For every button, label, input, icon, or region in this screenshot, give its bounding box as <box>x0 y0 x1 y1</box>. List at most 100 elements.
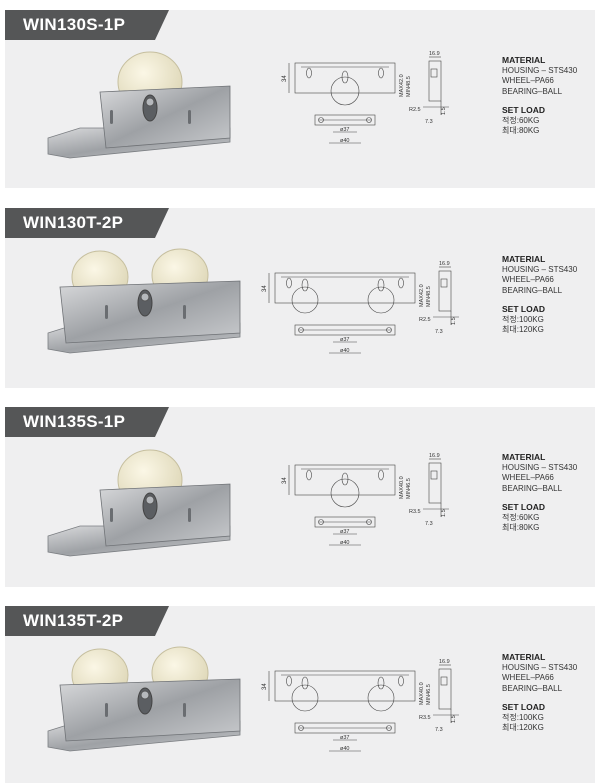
dim-outer: ø40 <box>340 746 349 752</box>
dim-side2: 1.5 <box>441 509 447 517</box>
mount-slot <box>105 703 108 717</box>
mount-slot <box>183 305 186 319</box>
model-label: WIN130S-1P <box>5 10 169 40</box>
dim-top: 16.9 <box>429 51 440 57</box>
roller-photo <box>40 50 255 170</box>
dim-side: 7.3 <box>435 727 443 733</box>
load-line: 적정:60KG <box>502 115 540 125</box>
material-line: WHEEL–PA66 <box>502 76 554 85</box>
side-view: 16.9R3.57.31.5 <box>409 453 449 527</box>
side-view: 16.9R2.57.31.5 <box>409 51 449 125</box>
load-title: SET LOAD <box>502 702 545 712</box>
bottom-view: ø37 ø40 <box>294 722 396 752</box>
adjust-screw <box>145 97 155 107</box>
material-line: BEARING–BALL <box>502 86 563 96</box>
dim-side2: 1.5 <box>441 107 447 115</box>
material-line: BEARING–BALL <box>502 483 563 493</box>
dim-top: 16.9 <box>439 659 450 665</box>
load-line: 최대:80KG <box>502 523 540 532</box>
material-line: HOUSING – STS430 <box>502 65 578 75</box>
dim-radius: R2.5 <box>409 107 421 113</box>
dim-height: 34 <box>262 285 268 292</box>
material-title: MATERIAL <box>502 652 546 662</box>
dim-outer: ø40 <box>340 540 349 546</box>
dim-radius: R2.5 <box>419 317 431 323</box>
mount-slot <box>105 305 108 319</box>
mount-slot <box>188 110 191 124</box>
material-title: MATERIAL <box>502 452 546 462</box>
material-line: WHEEL–PA66 <box>502 275 554 284</box>
dim-min: MIN46.5 <box>406 478 412 499</box>
spacer <box>502 694 594 702</box>
material-line: HOUSING – STS430 <box>502 462 578 472</box>
dim-inner: ø37 <box>340 735 349 741</box>
material-line: HOUSING – STS430 <box>502 662 578 672</box>
dim-radius: R3.5 <box>419 715 431 721</box>
dim-inner: ø37 <box>340 127 349 133</box>
adjust-screw <box>145 495 155 505</box>
material-line: WHEEL–PA66 <box>502 473 554 482</box>
spacer <box>502 494 594 502</box>
dim-max: MAX42.0 <box>399 74 405 97</box>
housing <box>99 483 231 547</box>
mount-slot <box>183 703 186 717</box>
load-line: 최대:120KG <box>502 723 544 732</box>
load-line: 적정:100KG <box>502 314 544 324</box>
mount-slot <box>110 508 113 522</box>
material-line: BEARING–BALL <box>502 683 563 693</box>
material-title: MATERIAL <box>502 55 546 65</box>
roller-photo <box>40 245 255 365</box>
dim-side2: 1.5 <box>451 317 457 325</box>
load-line: 적정:100KG <box>502 712 544 722</box>
model-label: WIN135S-1P <box>5 407 169 437</box>
housing <box>99 85 231 149</box>
load-line: 최대:120KG <box>502 325 544 334</box>
roller-photo <box>40 448 255 568</box>
material-line: BEARING–BALL <box>502 285 563 295</box>
load-line: 최대:80KG <box>502 126 540 135</box>
material-line: HOUSING – STS430 <box>502 264 578 274</box>
dim-outer: ø40 <box>340 138 349 144</box>
dim-height: 34 <box>282 477 288 484</box>
dim-min: MIN46.5 <box>426 684 432 705</box>
roller-assembly <box>47 449 231 557</box>
dim-radius: R3.5 <box>409 509 421 515</box>
roller-assembly <box>47 51 231 159</box>
side-view: 16.9R2.57.31.5 <box>419 261 459 335</box>
material-title: MATERIAL <box>502 254 546 264</box>
dim-min: MIN48.5 <box>426 286 432 307</box>
roller-assembly <box>47 248 241 354</box>
dim-outer: ø40 <box>340 348 349 354</box>
dim-top: 16.9 <box>439 261 450 267</box>
dim-min: MIN48.5 <box>406 76 412 97</box>
dim-side2: 1.5 <box>451 715 457 723</box>
dim-height: 34 <box>262 683 268 690</box>
dim-max: MAX40.0 <box>399 476 405 499</box>
adjust-screw <box>140 690 150 700</box>
load-title: SET LOAD <box>502 502 545 512</box>
dim-top: 16.9 <box>429 453 440 459</box>
dim-max: MAX40.0 <box>419 682 425 705</box>
dim-height: 34 <box>282 75 288 82</box>
load-title: SET LOAD <box>502 304 545 314</box>
dim-max: MAX42.0 <box>419 284 425 307</box>
load-title: SET LOAD <box>502 105 545 115</box>
material-line: WHEEL–PA66 <box>502 673 554 682</box>
spacer <box>502 97 594 105</box>
dim-inner: ø37 <box>340 337 349 343</box>
roller-assembly <box>47 646 241 752</box>
adjust-screw <box>140 292 150 302</box>
dim-inner: ø37 <box>340 529 349 535</box>
